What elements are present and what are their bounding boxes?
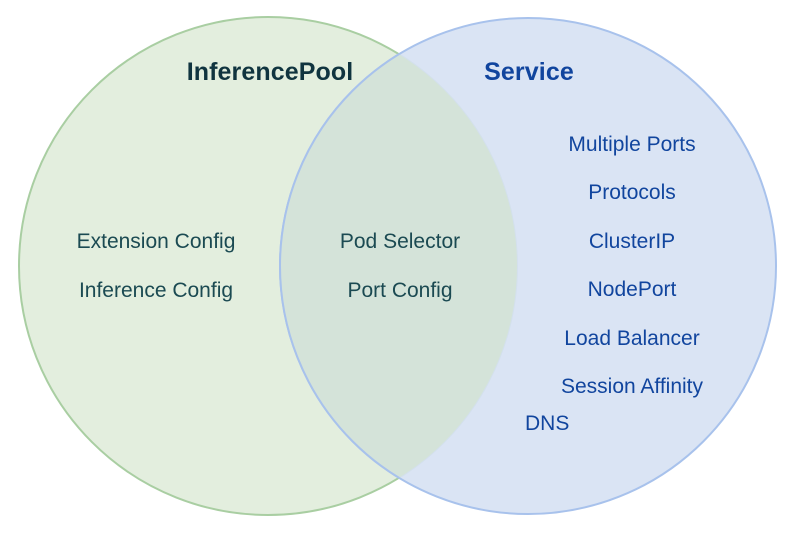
right-set-item: NodePort	[587, 278, 677, 301]
right-set-item: Multiple Ports	[568, 133, 696, 156]
right-set-item: Load Balancer	[564, 327, 700, 350]
left-set-item: Inference Config	[78, 279, 234, 302]
intersection-item: Pod Selector	[339, 230, 461, 253]
intersection-item: Port Config	[347, 279, 453, 302]
left-set-item: Extension Config	[76, 230, 236, 253]
right-set-title: Service	[484, 58, 574, 86]
right-set-item: ClusterIP	[588, 230, 676, 253]
right-set-item: Protocols	[588, 181, 676, 204]
intersection-region	[279, 17, 517, 515]
left-set-title: InferencePool	[186, 58, 354, 86]
right-set-item: DNS	[525, 412, 570, 435]
right-set-item: Session Affinity	[560, 375, 704, 398]
